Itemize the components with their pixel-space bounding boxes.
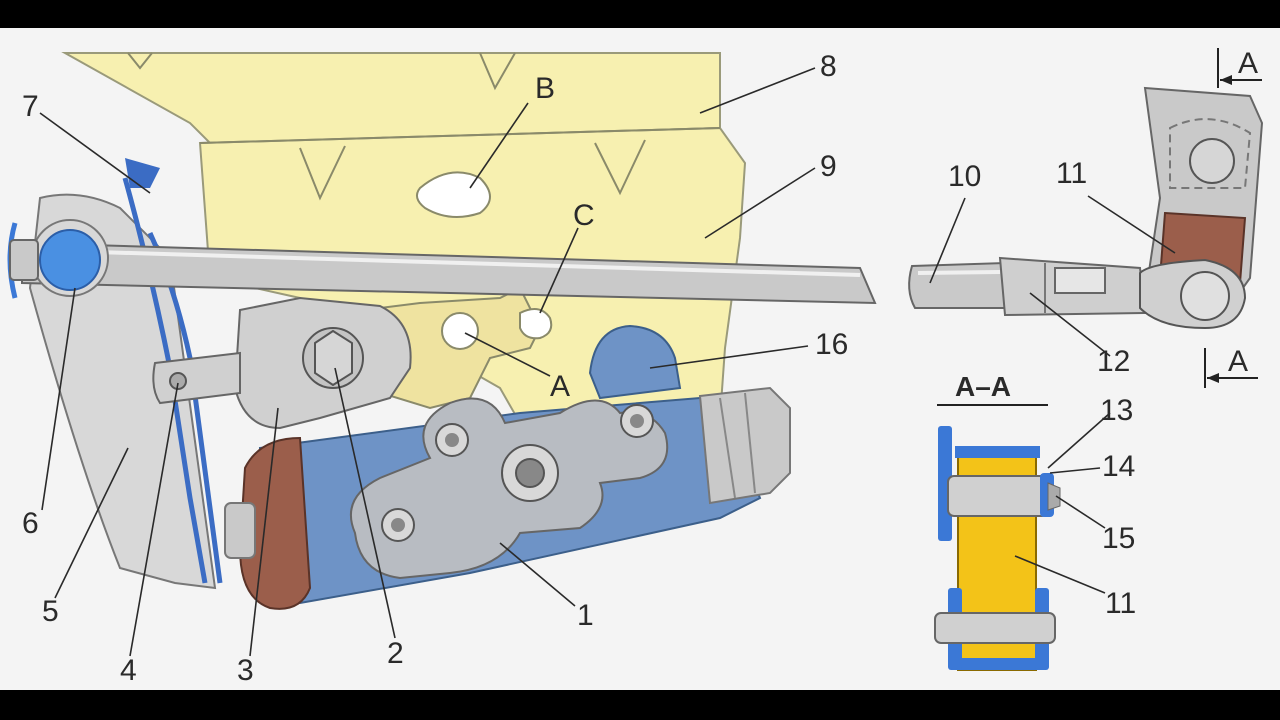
leader-lines: [39, 67, 1176, 657]
label-3: 3: [237, 654, 254, 687]
torsion-rod: [7, 219, 877, 305]
label-4: 4: [120, 654, 137, 687]
label-15: 15: [1102, 522, 1135, 555]
callout-labels: 8 9 B C A 16 7 6 5 4 3 2 1 10 11 12 13 1…: [22, 47, 1258, 687]
label-1: 1: [577, 599, 594, 632]
mechanism-diagram: 8 9 B C A 16 7 6 5 4 3 2 1 10 11 12 13 1…: [7, 47, 1264, 687]
label-9: 9: [820, 150, 837, 183]
label-8: 8: [820, 50, 837, 83]
label-7: 7: [22, 90, 39, 123]
diagram-canvas: 8 9 B C A 16 7 6 5 4 3 2 1 10 11 12 13 1…: [0, 28, 1280, 690]
label-2: 2: [387, 637, 404, 670]
label-14: 14: [1102, 450, 1135, 483]
label-b: B: [535, 72, 555, 105]
section-marker-top: A: [1238, 47, 1258, 80]
pressure-regulator-body: [224, 324, 791, 610]
section-a-a: [934, 404, 1061, 671]
section-title: A–A: [955, 371, 1011, 402]
label-11-section: 11: [1105, 587, 1136, 620]
label-11: 11: [1056, 157, 1087, 190]
label-a: A: [550, 370, 570, 403]
label-6: 6: [22, 507, 39, 540]
label-10: 10: [948, 160, 981, 193]
section-marker-bottom: A: [1228, 345, 1248, 378]
rod-end-detail: [908, 48, 1264, 388]
lever: [152, 296, 412, 430]
label-5: 5: [42, 595, 59, 628]
label-16: 16: [815, 328, 848, 361]
label-12: 12: [1097, 345, 1130, 378]
label-c: C: [573, 199, 595, 232]
label-13: 13: [1100, 394, 1133, 427]
